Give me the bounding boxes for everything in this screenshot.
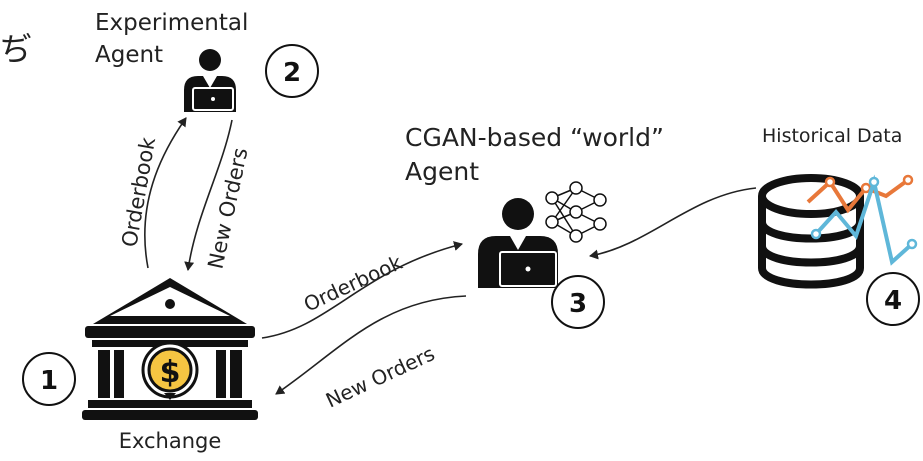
agent-number-badge-2: 2 <box>265 44 319 98</box>
agent-number-2: 2 <box>283 58 301 88</box>
agent-number-1: 1 <box>40 366 58 396</box>
stray-glyph: ぢ <box>0 30 32 68</box>
edge-label-orderbook-experimental: Orderbook <box>117 135 160 249</box>
new-orders-arrow-to-exchange-from-cgan <box>275 295 467 395</box>
database-chart-icon <box>758 174 918 289</box>
agent-number-3: 3 <box>569 289 587 319</box>
agent-number-badge-3: 3 <box>551 275 605 329</box>
agent-number-4: 4 <box>884 286 902 316</box>
orderbook-arrow-to-experimental <box>144 117 187 269</box>
edge-label-orderbook-cgan: Orderbook <box>300 250 406 317</box>
cgan-agent-label-line2: Agent <box>405 157 479 186</box>
historical-data-arrow-to-cgan <box>589 187 757 260</box>
bank-dollar-icon: $ <box>82 278 258 420</box>
exchange-label: Exchange <box>119 429 222 453</box>
agent-number-badge-4: 4 <box>866 272 920 326</box>
trader-laptop-icon <box>184 49 236 112</box>
cgan-agent-label-line1: CGAN-based “world” <box>405 123 664 152</box>
edge-label-new-orders-experimental: New Orders <box>203 146 252 271</box>
neural-network-icon <box>545 181 607 243</box>
agent-number-badge-1: 1 <box>22 352 76 406</box>
line-chart-icon <box>806 174 918 266</box>
trader-neural-net-icon <box>478 181 607 288</box>
experimental-agent-label-line1: Experimental <box>95 10 248 36</box>
dollar-sign-icon: $ <box>160 355 181 390</box>
experimental-agent-label-line2: Agent <box>95 42 163 68</box>
new-orders-arrow-to-exchange <box>184 119 233 271</box>
orderbook-arrow-to-cgan <box>261 241 463 339</box>
edge-label-new-orders-cgan: New Orders <box>322 341 438 412</box>
historical-data-label: Historical Data <box>762 125 902 147</box>
